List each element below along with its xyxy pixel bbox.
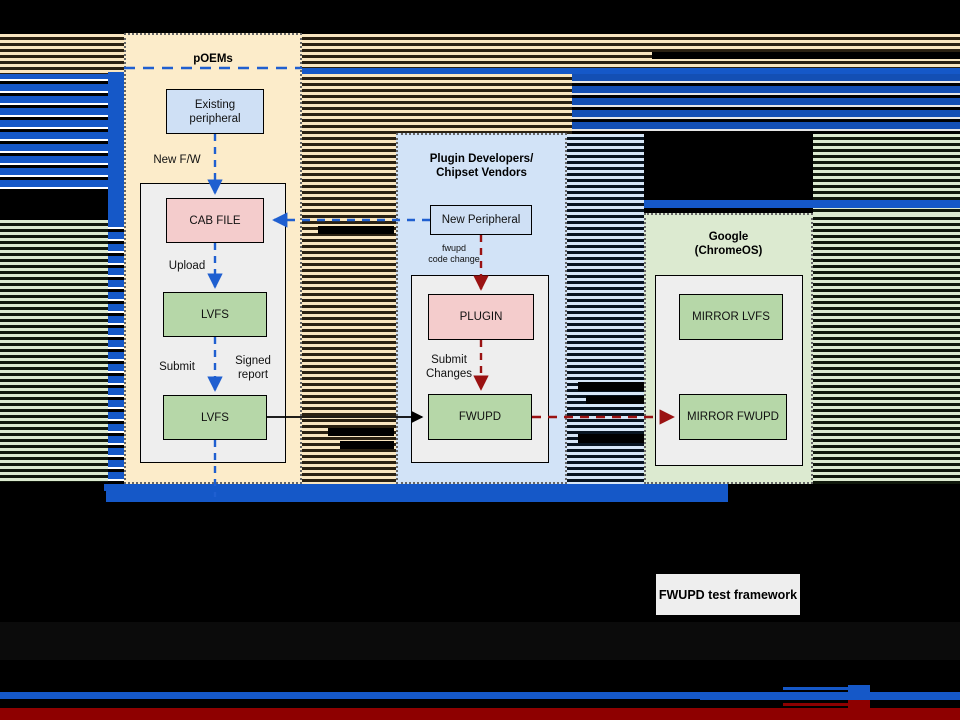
label-new-fw: New F/W [153,154,201,166]
glitch-stripe-ltblue-top [567,200,644,214]
footer-test-framework-label: FWUPD test framework [658,587,798,602]
glitch-stripe-green-left [0,220,108,482]
glitch-stripe-green-rt [813,134,960,214]
glitch-blackbar-gap-1 [318,226,394,234]
node-lvfs-upload[interactable]: LVFS [163,292,267,337]
glitch-line-br-2 [848,685,870,698]
glitch-blackbar-mid-1 [578,382,644,391]
glitch-blackbar-top-2 [640,85,960,93]
glitch-stripe-blue-left [0,72,108,190]
glitch-line-br-5 [783,703,868,706]
label-submit-changes: Submit Changes [425,354,473,380]
glitch-stripe-blue-left2 [108,220,124,482]
glitch-blackbar-mid-3 [578,434,644,443]
glitch-band-top [0,0,960,34]
node-existing-peripheral[interactable]: Existing peripheral [166,89,264,134]
glitch-stripe-tan-topright [302,34,960,72]
glitch-line-br-6 [848,700,870,712]
node-mirror-lvfs[interactable]: MIRROR LVFS [679,294,783,340]
glitch-blue-bar-b2 [106,491,728,502]
node-mirror-fwupd-label: MIRROR FWUPD [687,411,779,423]
glitch-darkgray-bottom [0,622,960,660]
node-lvfs-submit-label: LVFS [201,411,229,424]
glitch-line-br-4 [0,692,960,699]
glitch-blue-column [108,72,124,220]
label-signed-report: Signed report [235,355,271,381]
glitch-black-bottom [0,502,960,622]
label-submit: Submit [159,361,195,373]
node-lvfs-submit[interactable]: LVFS [163,395,267,440]
glitch-blackbar-gap-3 [340,441,394,449]
node-cab-file[interactable]: CAB FILE [166,198,264,243]
glitch-blue-line-google [644,200,960,208]
glitch-line-br-3 [700,692,960,700]
glitch-line-br-7 [0,708,960,720]
glitch-stripe-blue-topright [302,74,960,134]
glitch-stripe-tan-mid [302,74,572,134]
footer-test-framework: FWUPD test framework [656,574,800,615]
glitch-stripe-green-right [813,214,960,484]
node-mirror-lvfs-label: MIRROR LVFS [692,311,770,323]
glitch-stripe-tan-left-b [0,34,108,74]
node-new-peripheral[interactable]: New Peripheral [430,205,532,235]
zone-plugin-title: Plugin Developers/ Chipset Vendors [429,153,534,179]
node-cab-file-label: CAB FILE [189,214,241,227]
glitch-blackbar-mid-2 [586,396,644,404]
label-upload: Upload [168,260,206,272]
node-existing-peripheral-label: Existing peripheral [189,98,241,125]
node-lvfs-upload-label: LVFS [201,308,229,321]
node-new-peripheral-label: New Peripheral [441,214,521,226]
glitch-stripe-tan-left-a [0,34,124,72]
glitch-blackbar-gap-2 [328,428,394,436]
glitch-stripe-ltblue-gap [567,134,644,484]
node-plugin[interactable]: PLUGIN [428,294,534,340]
node-plugin-label: PLUGIN [459,311,503,323]
glitch-blackbar-top-1 [652,52,960,59]
glitch-line-br-1 [783,687,868,690]
glitch-blue-line-top [302,68,960,74]
node-mirror-fwupd[interactable]: MIRROR FWUPD [679,394,787,440]
zone-google-title: Google (ChromeOS) [694,231,763,257]
node-fwupd-label: FWUPD [458,411,502,423]
label-fwupd-code-change: fwupd code change [428,243,480,264]
glitch-blue-bar-b1 [104,484,728,491]
glitch-stripe-tan-gap [302,134,398,484]
node-fwupd[interactable]: FWUPD [428,394,532,440]
zone-poems-title: pOEMs [193,53,233,65]
